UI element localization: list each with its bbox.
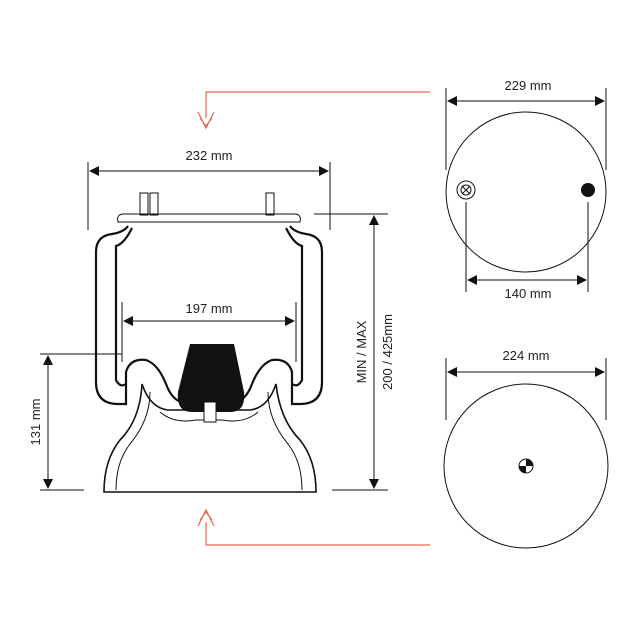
label-height-range: 200 / 425mm <box>380 314 395 390</box>
bottom-plate-circle <box>443 383 609 549</box>
bellows-inner <box>114 227 133 387</box>
dimension-top-width: 232 mm <box>87 148 331 230</box>
center-mark-icon <box>518 458 534 474</box>
top-plate <box>117 213 301 223</box>
air-inlet-icon <box>456 180 476 200</box>
top-plate-view: 229 mm 140 mm <box>445 78 607 301</box>
top-studs <box>139 192 275 216</box>
bellows-inner-right <box>285 227 304 387</box>
bottom-plate-view: 224 mm <box>443 348 609 549</box>
dimension-inner-width: 197 mm <box>121 301 297 362</box>
label-inner-width: 197 mm <box>186 301 233 316</box>
piston-inner-line <box>115 391 303 491</box>
label-height-caption: MIN / MAX <box>354 320 369 383</box>
label-piston-height: 131 mm <box>28 399 43 446</box>
bellows-outline <box>94 225 183 406</box>
bottom-flow-arrow <box>197 508 430 546</box>
bellows-outline-right <box>235 225 324 406</box>
bumper-block <box>177 344 245 412</box>
label-top-width: 232 mm <box>186 148 233 163</box>
label-top-plate-diameter: 229 mm <box>505 78 552 93</box>
stud-hole-icon <box>581 183 595 197</box>
label-stud-spacing: 140 mm <box>505 286 552 301</box>
bumper-stem <box>203 401 217 423</box>
label-bottom-plate-diameter: 224 mm <box>503 348 550 363</box>
dimension-overall-height: MIN / MAX 200 / 425mm <box>314 213 395 491</box>
top-flow-arrow <box>197 91 430 130</box>
top-plate-circle <box>445 111 607 273</box>
dimension-piston-height: 131 mm <box>28 353 122 491</box>
